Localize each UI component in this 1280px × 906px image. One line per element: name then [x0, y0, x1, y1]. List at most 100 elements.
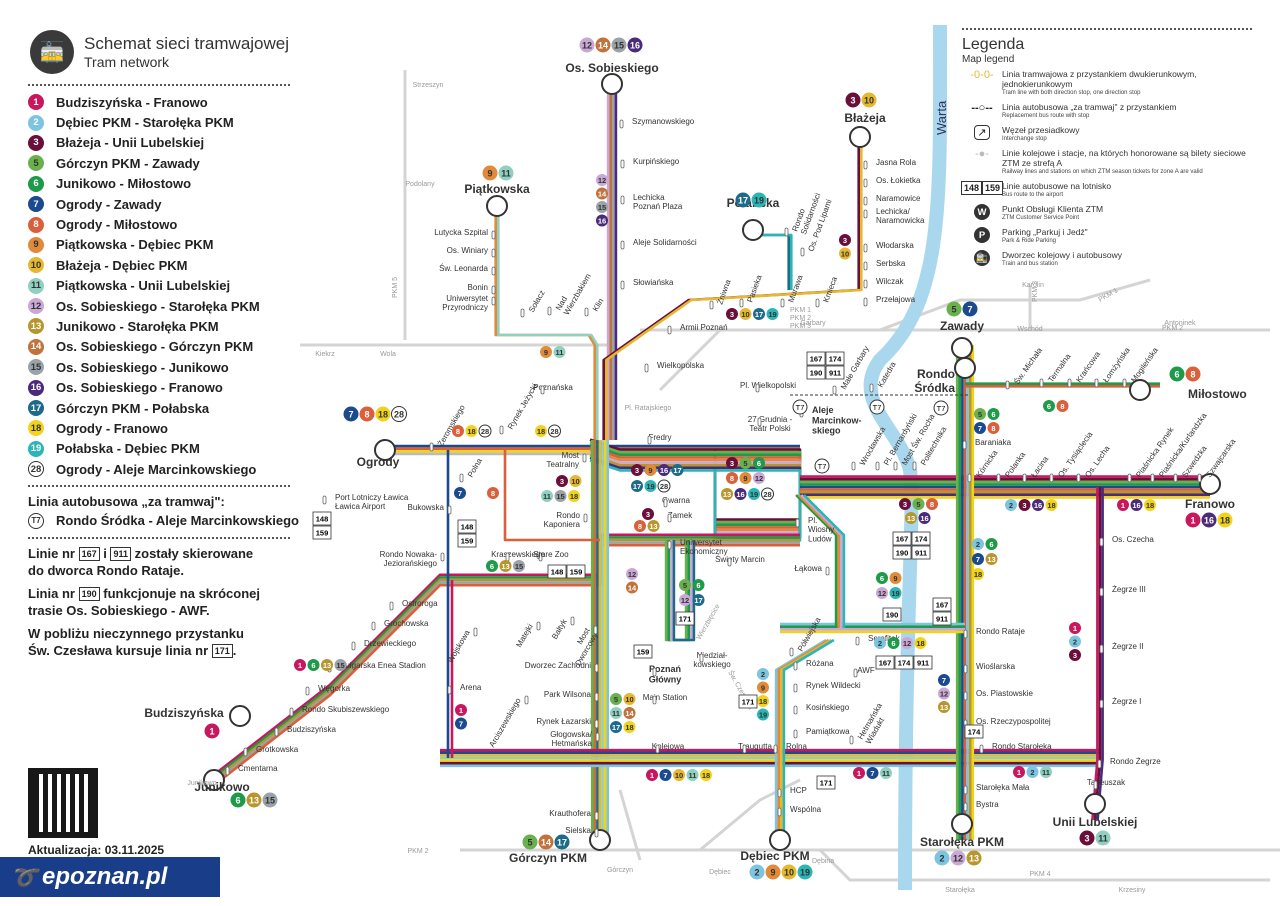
line-badge-18 — [1217, 512, 1233, 528]
bus-number: 190 — [810, 369, 823, 378]
line-badge-number: 18 — [467, 427, 475, 436]
line-badge-14 — [595, 37, 611, 53]
line-badge-18 — [700, 769, 712, 781]
stop-marker — [1039, 378, 1044, 388]
route-name: Górczyn PKM - Zawady — [56, 155, 200, 171]
line-badge-9 — [540, 346, 552, 358]
route-name: Junikowo - Miłostowo — [56, 176, 192, 192]
line-badge-12 — [596, 174, 608, 186]
station-label: Wilczak — [876, 277, 905, 286]
line-badge-18 — [1144, 499, 1156, 511]
bus-number-box — [932, 597, 952, 612]
stop-marker — [863, 178, 868, 188]
terminus-circle — [601, 73, 623, 95]
station-label: Karolin — [1022, 282, 1044, 289]
stop-marker — [274, 727, 279, 737]
route-name: Junikowo - Starołęka PKM — [56, 318, 219, 334]
update-date: Aktualizacja: 03.11.2025 — [28, 843, 165, 857]
line-badge-number: 15 — [598, 203, 606, 212]
line-badge-number: 5 — [916, 500, 920, 509]
stop-marker — [755, 383, 760, 393]
line-badge-number: 6 — [991, 410, 995, 419]
stop-marker — [371, 621, 376, 631]
terminus-circle — [374, 439, 396, 461]
line-badge-number: 15 — [556, 492, 564, 501]
line-badge-number: 16 — [1204, 516, 1214, 526]
line-badge-number: 19 — [891, 589, 899, 598]
line-badge-6 — [307, 659, 320, 671]
station-label: Grochowska — [384, 619, 429, 628]
line-badge-number: 10 — [675, 771, 683, 780]
stop-marker — [652, 667, 657, 677]
line-badge-number: 19 — [768, 310, 776, 319]
line-badge-number: 3 — [730, 459, 734, 468]
station-label: Ostroroga — [402, 599, 438, 608]
terminus-circle — [742, 219, 764, 241]
terminus-label: Zawady — [940, 319, 984, 333]
line-badge-number: 13 — [969, 854, 979, 864]
line-badge-number: 8 — [730, 474, 734, 483]
station-label: Os. Łokietka — [876, 176, 921, 185]
route-name: Os. Sobieskiego - Górczyn PKM — [56, 339, 254, 355]
line-badge-number: 8 — [991, 424, 995, 433]
line-badge-number: 13 — [501, 562, 509, 571]
line-badge-6 — [1169, 366, 1185, 382]
stop-marker — [757, 417, 762, 427]
line-badge-28 — [657, 479, 671, 493]
legend-title: Legenda — [962, 36, 1025, 53]
stop-marker — [582, 453, 587, 463]
line-badge-number: 15 — [265, 796, 275, 806]
station-label: HCP — [790, 786, 807, 795]
line-badge-number: 11 — [543, 492, 551, 501]
stop-marker — [1122, 378, 1127, 388]
track-line-6 — [795, 494, 838, 628]
terminus-label: Franowo — [1185, 497, 1235, 511]
line-badge-number: 12 — [582, 41, 592, 51]
line-badge-13 — [647, 520, 660, 532]
map-legend: Legenda Map legend -0-0-Linia tramwajowa… — [960, 22, 1262, 273]
bus-number-box — [816, 775, 836, 790]
line-badge-13 — [321, 659, 333, 671]
station-label: Głogowska/Hetmańska — [550, 730, 593, 748]
line-badge-number: 2 — [1073, 638, 1077, 647]
station-label: Różana — [806, 659, 834, 668]
line-badge-7 — [343, 406, 359, 422]
stop-marker — [540, 385, 545, 395]
customer-service-icon: W — [962, 204, 1002, 220]
station-label: Lutycka Szpital — [434, 228, 488, 237]
stop-marker — [663, 498, 668, 508]
line-badge-12 — [579, 37, 595, 53]
line-badge-1 — [1013, 766, 1025, 778]
qr-code[interactable] — [28, 768, 98, 838]
line-badge-number: 15 — [515, 562, 523, 571]
line-badge-number: 9 — [648, 466, 652, 475]
line-badge-number: 17 — [633, 482, 641, 491]
epoznan-logo[interactable]: ➰epoznan.pl — [0, 857, 220, 897]
station-label: Włodarska — [876, 241, 914, 250]
line-badge-19 — [751, 192, 767, 208]
stop-marker — [963, 629, 968, 639]
line-badge-number: 12 — [628, 570, 636, 579]
line-badge-1 — [1185, 512, 1201, 528]
line-badge-number: 2 — [939, 854, 944, 864]
line-badge-number: 9 — [761, 684, 765, 693]
line-badge-8 — [1185, 366, 1201, 382]
line-badge-number: 16 — [1132, 501, 1140, 510]
station-label: Słowiańska — [633, 278, 674, 287]
station-label: Main Station — [643, 693, 687, 702]
stop-marker — [1099, 644, 1104, 654]
stop-marker — [1197, 473, 1202, 483]
route-name: Błażeja - Dębiec PKM — [56, 257, 188, 273]
bus-number-box — [911, 531, 931, 546]
line-badge-1 — [294, 659, 306, 671]
page-title: Schemat sieci tramwajowej — [84, 34, 290, 53]
line-badge-6 — [985, 538, 998, 550]
line-badge-number: 5 — [614, 695, 618, 704]
stop-marker — [620, 240, 625, 250]
line-badge-8 — [726, 472, 738, 484]
